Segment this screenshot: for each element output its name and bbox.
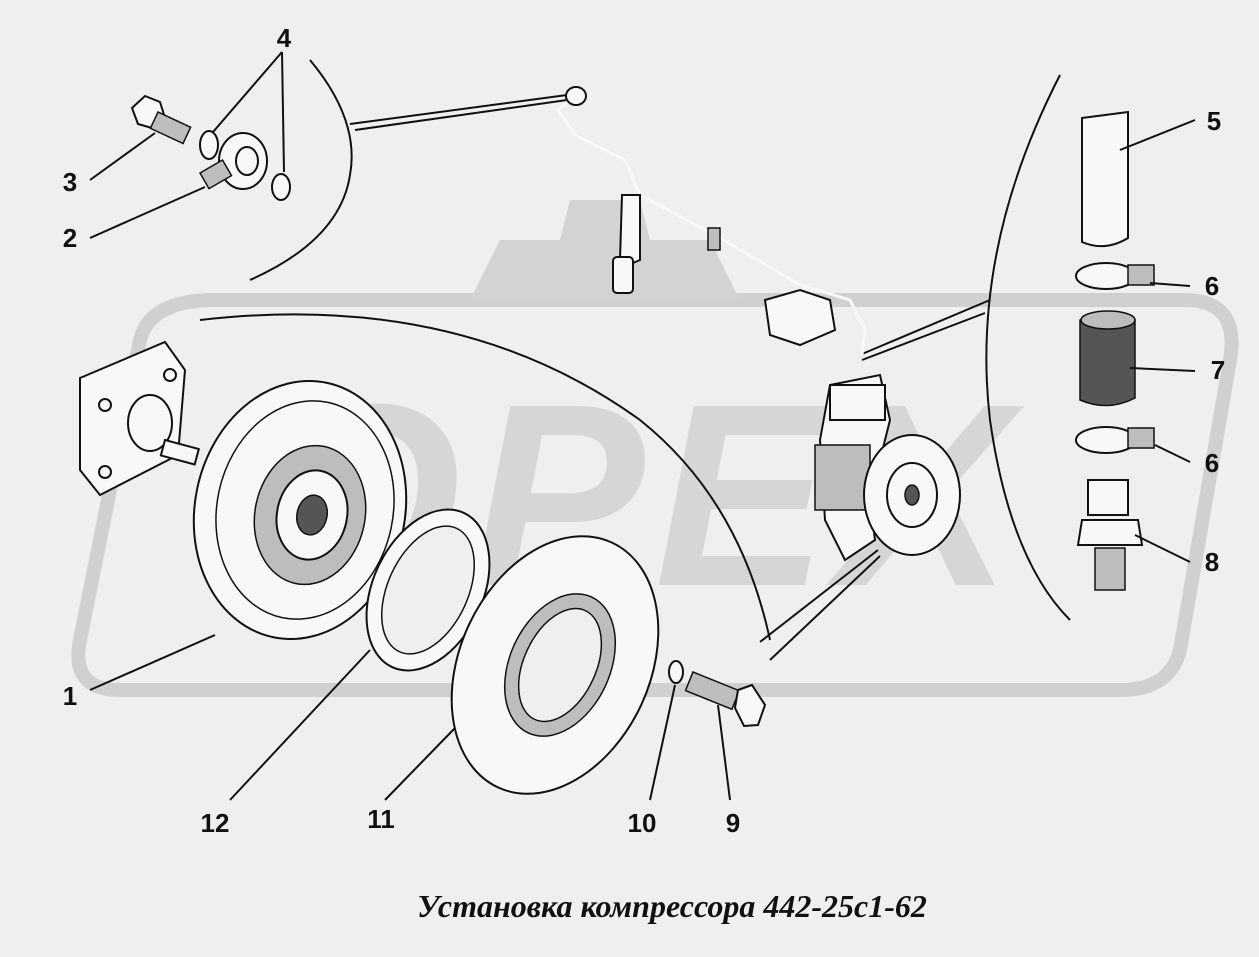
callout-10: 10 xyxy=(628,808,657,838)
diagram-caption: Установка компрессора 442-25с1-62 xyxy=(417,888,927,924)
callout-3: 3 xyxy=(63,167,77,197)
banjo-bolt xyxy=(130,94,192,145)
bolt xyxy=(684,671,767,728)
hose-clamp-upper xyxy=(1075,262,1155,290)
callout-6-upper: 6 xyxy=(1205,271,1219,301)
air-pipe xyxy=(556,86,867,356)
callout-11: 11 xyxy=(367,804,395,834)
banjo-fitting xyxy=(198,132,268,190)
callout-4: 4 xyxy=(277,23,292,53)
hose-fitting xyxy=(1076,479,1144,591)
compressor xyxy=(763,288,961,562)
drive-gear xyxy=(192,379,408,641)
seal-washers xyxy=(199,130,291,201)
callout-5: 5 xyxy=(1207,106,1221,136)
leader-lines xyxy=(89,51,1196,801)
intake-pipe xyxy=(1081,110,1129,248)
mounting-flange xyxy=(79,340,201,497)
callout-2: 2 xyxy=(63,223,77,253)
callout-1: 1 xyxy=(63,681,77,711)
detail-frames xyxy=(199,59,1071,661)
gasket xyxy=(365,508,491,672)
rubber-sleeve xyxy=(1079,310,1136,407)
hose-clamp-lower xyxy=(1075,426,1155,454)
callout-7: 7 xyxy=(1211,355,1225,385)
adapter-disc xyxy=(450,535,660,795)
washer xyxy=(668,660,684,684)
callouts: 4 3 2 5 6 7 6 8 1 12 11 10 9 xyxy=(63,23,1225,838)
callout-9: 9 xyxy=(726,808,740,838)
callout-12: 12 xyxy=(201,808,230,838)
callout-6-lower: 6 xyxy=(1205,448,1219,478)
callout-8: 8 xyxy=(1205,547,1219,577)
